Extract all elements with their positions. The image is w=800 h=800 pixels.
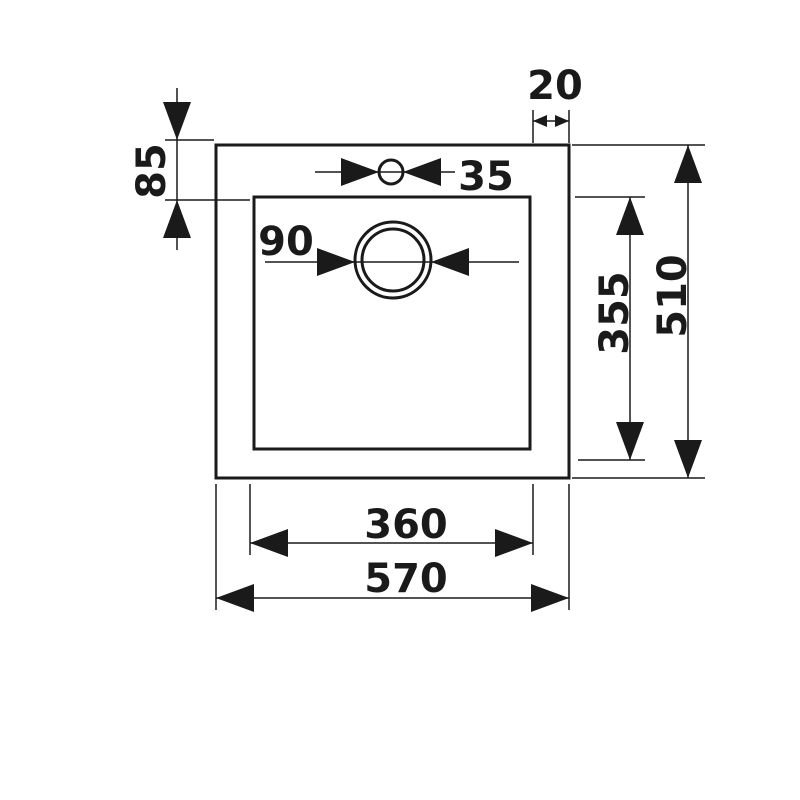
overall-depth-label: 510 bbox=[650, 254, 696, 338]
drain-dimension: 90 bbox=[258, 219, 519, 276]
tap-offset-dimension: 20 bbox=[527, 63, 583, 143]
bowl-width-label: 360 bbox=[364, 502, 448, 548]
bowl-depth-dimension: 355 bbox=[575, 196, 645, 461]
tap-hole-label: 35 bbox=[458, 154, 514, 200]
sink-outer-outline bbox=[214, 143, 571, 480]
overall-width-label: 570 bbox=[364, 556, 448, 602]
arrow-left bbox=[216, 584, 254, 612]
rim-to-bowl-dimension: 85 bbox=[129, 88, 250, 250]
bowl-depth-label: 355 bbox=[592, 271, 638, 355]
bowl-outline bbox=[252, 195, 532, 451]
tap-hole-dimension: 35 bbox=[315, 154, 514, 200]
tap-offset-label: 20 bbox=[527, 63, 583, 109]
overall-depth-dimension: 510 bbox=[572, 144, 705, 479]
drain bbox=[353, 220, 433, 300]
arrow-right bbox=[531, 584, 569, 612]
overall-width-dimension: 570 bbox=[215, 484, 570, 612]
bowl-width-dimension: 360 bbox=[249, 484, 534, 557]
rim-to-bowl-label: 85 bbox=[129, 143, 175, 199]
drain-label: 90 bbox=[258, 219, 314, 265]
